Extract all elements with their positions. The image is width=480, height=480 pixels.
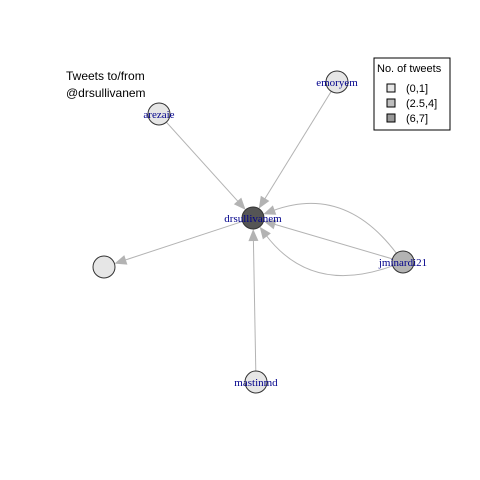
diagram-title: Tweets to/from @drsullivanem [66, 69, 146, 100]
edge-arezaie-to-drsullivanem-line [166, 121, 240, 203]
nodes-layer [92, 70, 415, 394]
edge-arezaie-to-drsullivanem [166, 121, 246, 210]
edge-jminardi21-to-drsullivanem-lower [259, 226, 393, 277]
edge-jminardi21-to-drsullivanem-upper [263, 203, 397, 254]
node-jminardi21 [391, 250, 415, 274]
labels-layer: arezaie emoryem drsullivanem jminardi21 mast… [143, 77, 427, 389]
edge-jminardi21-to-drsullivanem-straight-line [273, 223, 393, 260]
edge-jminardi21-to-drsullivanem-upper-curve [272, 203, 397, 254]
node-label-drsullivanem: drsullivanem [224, 213, 282, 225]
edge-drsullivanem-to-unlabeled-arrowhead [114, 255, 128, 265]
node-mastinmd [244, 370, 268, 394]
legend-title: No. of tweets [377, 63, 442, 75]
legend-swatch-0 [386, 83, 396, 93]
edge-mastinmd-to-drsullivanem [248, 228, 259, 372]
node-label-arezaie: arezaie [143, 109, 174, 121]
node-emoryem [325, 70, 349, 94]
edge-jminardi21-to-drsullivanem-lower-curve [265, 234, 393, 277]
legend-swatch-2 [386, 113, 396, 123]
edge-emoryem-to-drsullivanem-line [263, 91, 332, 201]
edge-drsullivanem-to-unlabeled [114, 220, 243, 265]
legend-items: (0,1] (2.5,4] (6,7] [386, 83, 437, 125]
edge-arezaie-to-drsullivanem-arrowhead [233, 197, 246, 210]
legend: No. of tweets (0,1] (2.5,4] (6,7] [373, 57, 451, 131]
node-label-jminardi21: jminardi21 [378, 257, 427, 269]
legend-label-2: (6,7] [406, 113, 428, 125]
edge-emoryem-to-drsullivanem [258, 91, 332, 209]
node-label-mastinmd: mastinmd [234, 377, 278, 389]
title-line-2: @drsullivanem [66, 86, 146, 100]
edges-layer [114, 91, 397, 372]
edge-jminardi21-to-drsullivanem-straight [263, 219, 393, 260]
node-unlabeled [92, 255, 116, 279]
edge-mastinmd-to-drsullivanem-line [252, 238, 257, 372]
legend-label-0: (0,1] [406, 83, 428, 95]
legend-swatch-1 [386, 98, 396, 108]
edge-drsullivanem-to-unlabeled-line [123, 220, 243, 261]
node-label-emoryem: emoryem [316, 77, 358, 89]
title-line-1: Tweets to/from [66, 69, 145, 83]
edge-jminardi21-to-drsullivanem-lower-arrowhead [259, 226, 271, 240]
edge-mastinmd-to-drsullivanem-arrowhead [248, 228, 259, 242]
node-drsullivanem [241, 206, 265, 230]
edge-jminardi21-to-drsullivanem-upper-arrowhead [263, 205, 277, 215]
edge-jminardi21-to-drsullivanem-straight-arrowhead [263, 219, 277, 230]
legend-label-1: (2.5,4] [406, 98, 437, 110]
node-arezaie [147, 102, 171, 126]
edge-emoryem-to-drsullivanem-arrowhead [258, 195, 270, 209]
